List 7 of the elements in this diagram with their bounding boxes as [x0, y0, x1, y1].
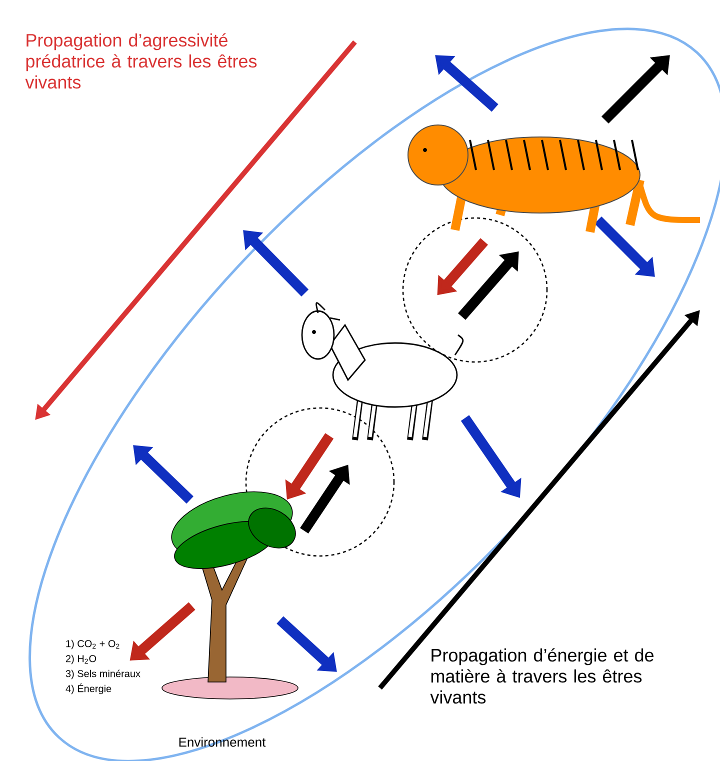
environment-label: Environnement	[179, 737, 266, 747]
heading-text: Propagation d’énergie et de matière à travers les êtres vivants	[430, 648, 654, 704]
goat-drawing	[301, 302, 464, 440]
nutrient-list: 1) CO$_{2}$ + O$_{2}$ 2) H$_{2}$O 3) Sels minéraux 4) Énergie	[66, 640, 140, 694]
tiger-drawing	[408, 124, 700, 233]
heading-text: Propagation d’agressivité prédatrice à travers les êtres vivants	[25, 33, 257, 89]
tree-drawing	[162, 491, 298, 700]
